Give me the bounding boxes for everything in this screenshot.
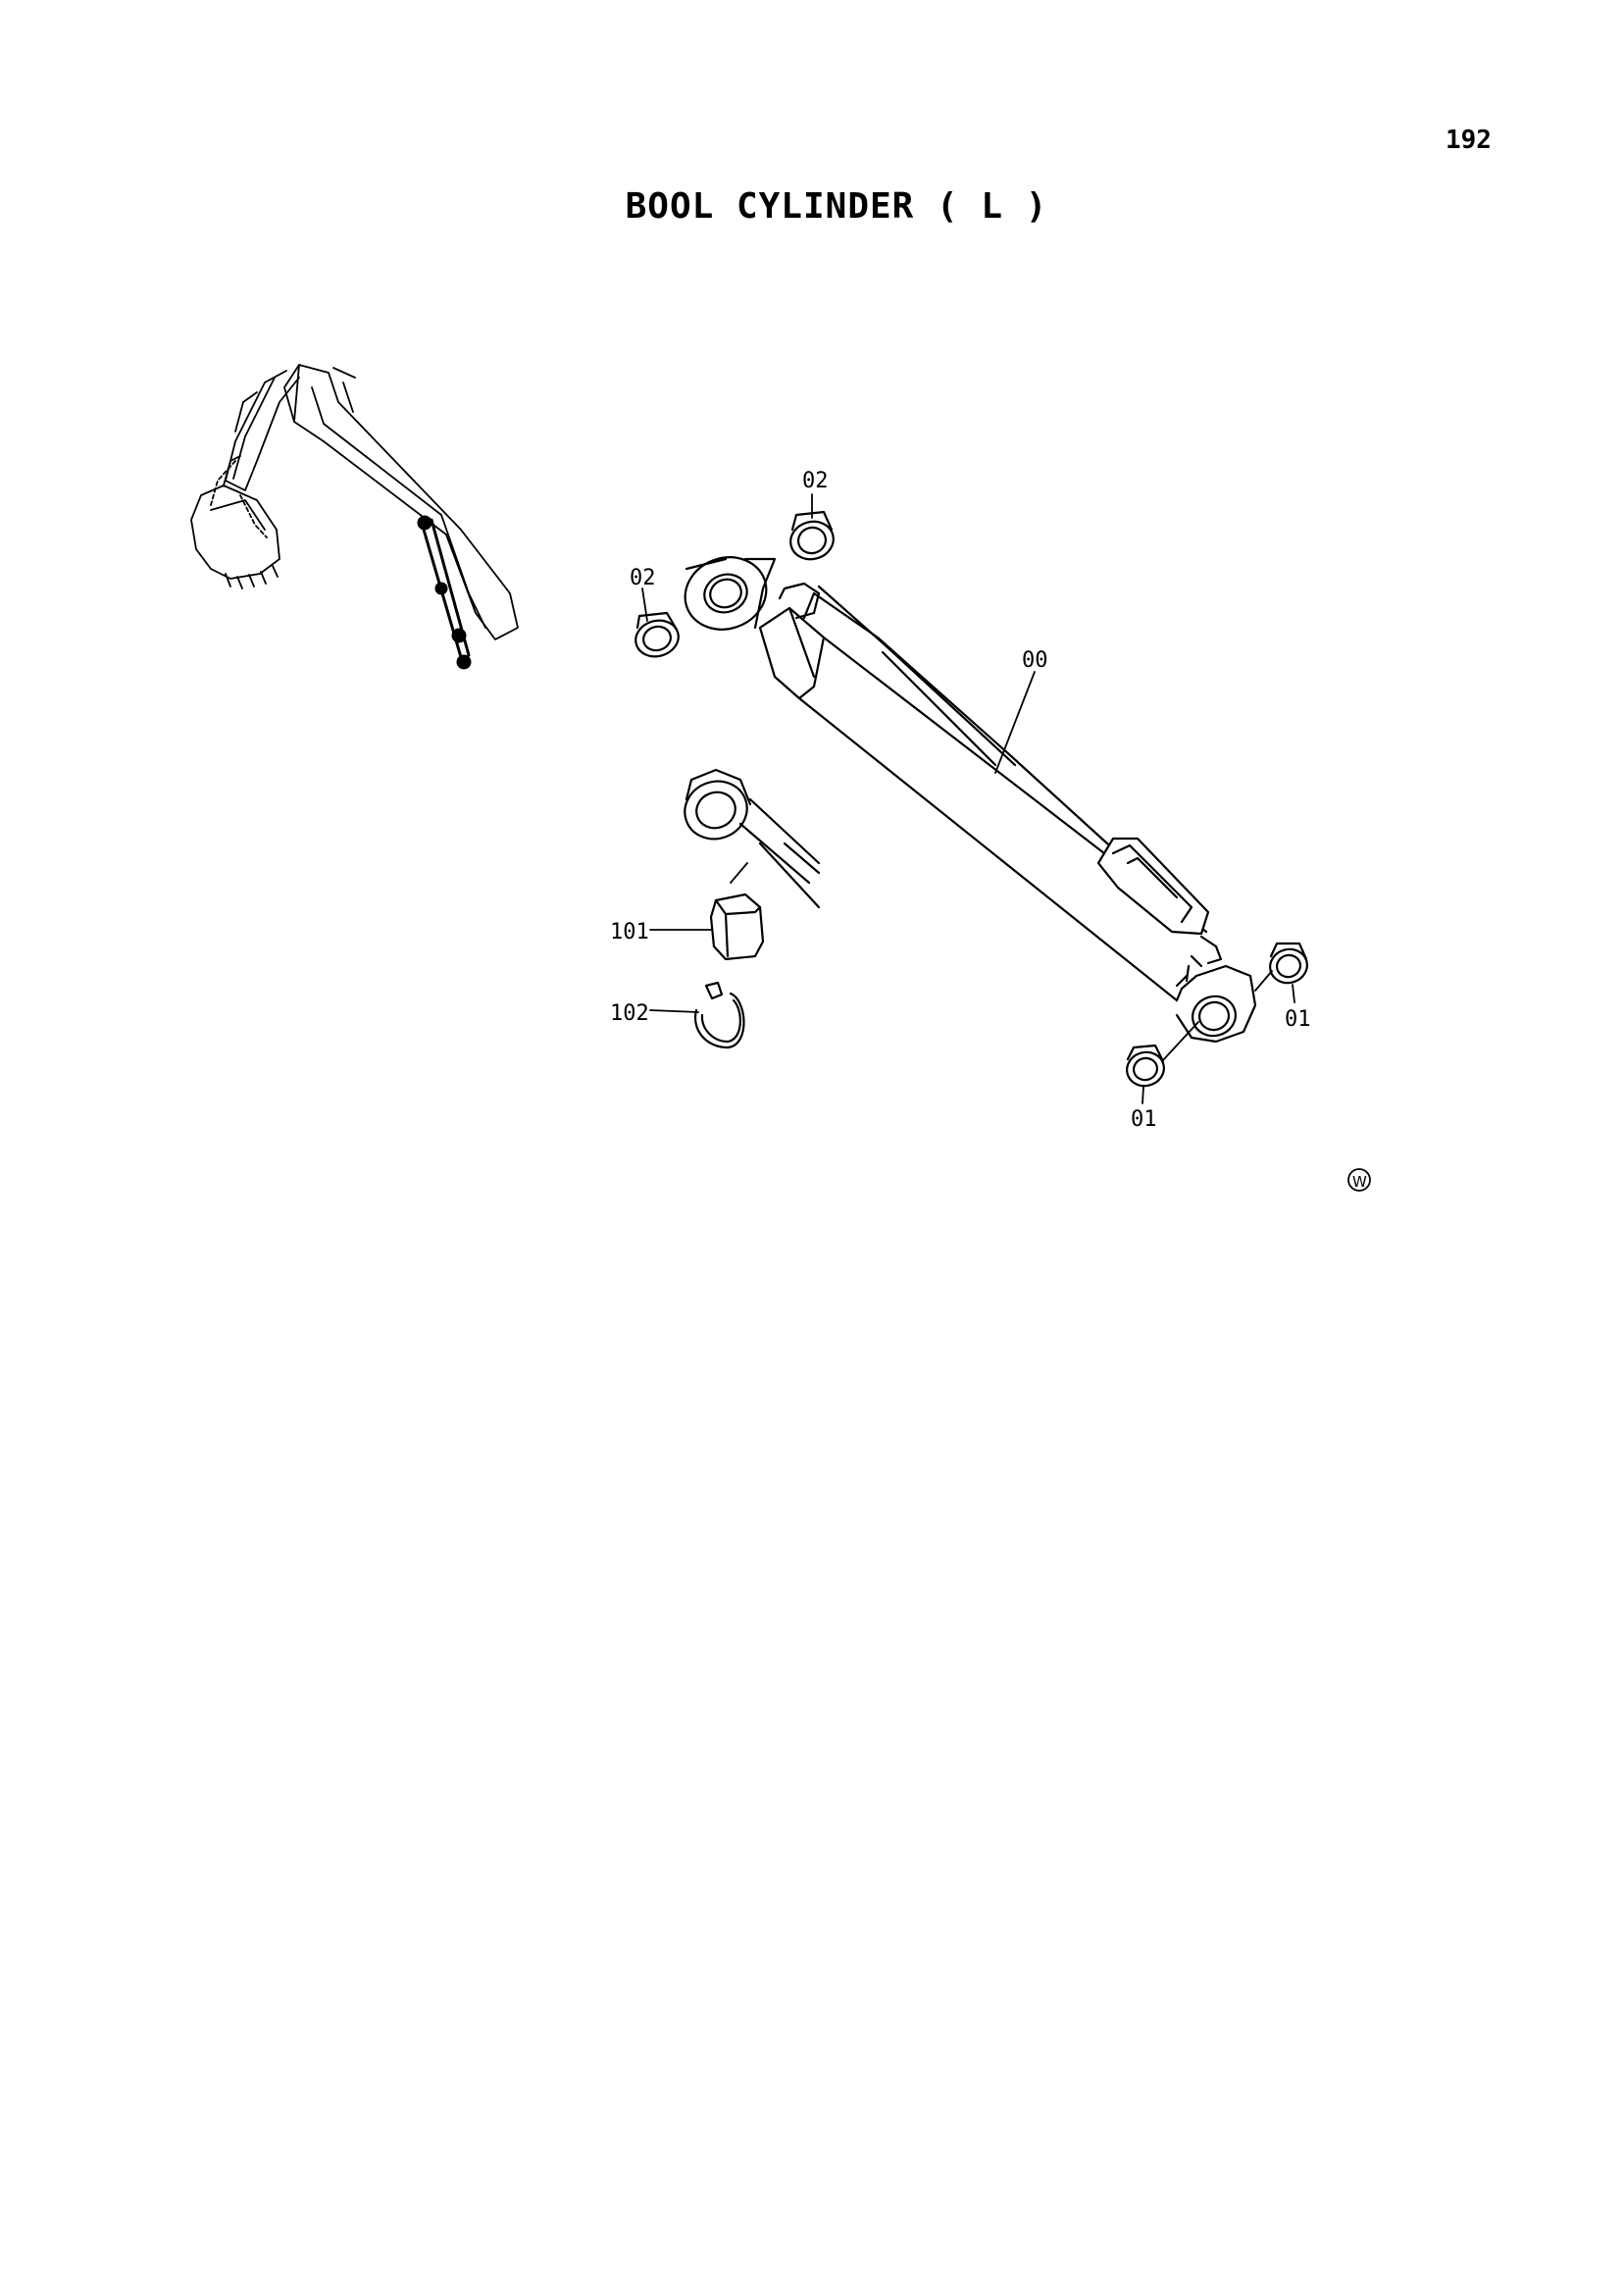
- leader-02-lower: [641, 587, 648, 622]
- leader-102: [649, 1009, 699, 1013]
- callout-00: 00: [1022, 648, 1048, 673]
- callout-101: 101: [610, 920, 649, 944]
- callout-01-lower: 01: [1131, 1107, 1157, 1132]
- highlighted-boom-cylinder: [417, 515, 472, 670]
- part-02-lower-bushing: [634, 611, 680, 658]
- part-101-bushing: [709, 893, 765, 961]
- part-01-right-bushing: [1269, 942, 1308, 985]
- excavator-location-sketch: [190, 364, 519, 670]
- callout-01-right: 01: [1285, 1007, 1311, 1032]
- page-title: BOOL CYLINDER ( L ): [625, 186, 1048, 227]
- mark-symbol: W: [1352, 1173, 1367, 1191]
- circled-w-mark: W: [1347, 1168, 1371, 1192]
- leader-01-right-b: [1254, 970, 1273, 992]
- leader-lines: [641, 493, 1295, 1104]
- leader-01-right: [1292, 984, 1295, 1003]
- part-01-lower-bushing: [1126, 1044, 1165, 1088]
- callout-102: 102: [610, 1001, 649, 1026]
- leader-01-lower-b: [1161, 1021, 1199, 1062]
- leader-101-b: [730, 862, 748, 884]
- leader-00: [994, 671, 1036, 774]
- part-102-clamp-ring: [693, 981, 745, 1049]
- rod-end-detail: [684, 768, 821, 909]
- leader-01-lower: [1142, 1086, 1144, 1104]
- part-02-upper-bushing: [789, 510, 835, 561]
- callout-02-lower: 02: [630, 566, 656, 590]
- callout-02-upper: 02: [802, 469, 829, 493]
- page-number: 192: [1446, 126, 1492, 155]
- boom-cylinder-assembly: [684, 556, 1257, 1044]
